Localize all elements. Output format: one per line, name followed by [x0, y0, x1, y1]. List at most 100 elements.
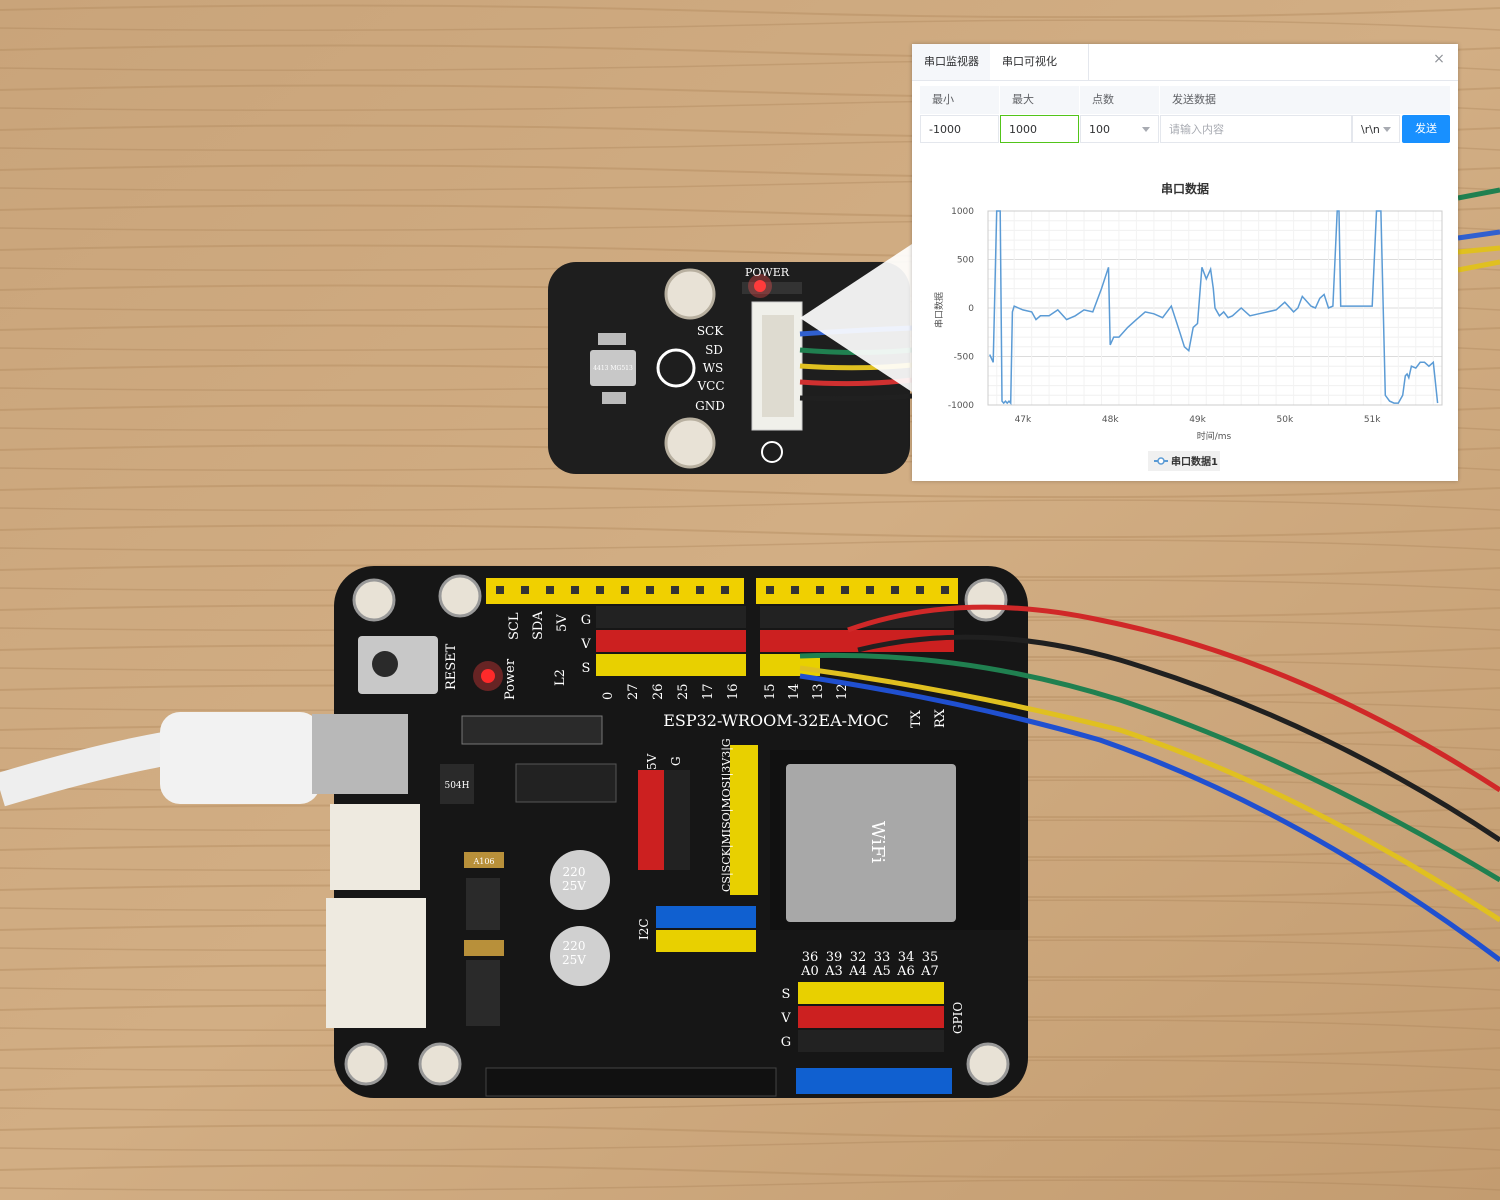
svg-text:25V: 25V — [562, 879, 586, 893]
analog-35-label: 35 — [922, 950, 939, 965]
wifi-logo: WiFi — [867, 821, 888, 863]
close-icon[interactable]: × — [1433, 51, 1445, 67]
x-axis-label: 时间/ms — [1197, 430, 1232, 442]
pin-25-label: 25 — [676, 683, 691, 700]
y-tick-label: 0 — [968, 304, 974, 314]
pin-15-label: 15 — [763, 683, 778, 700]
pin-26-label: 26 — [651, 683, 666, 700]
svg-text:4413 MG513: 4413 MG513 — [593, 365, 633, 372]
points-header: 点数 — [1080, 86, 1159, 114]
mount-hole-top — [664, 268, 716, 320]
chart-controls: 最小 最大 点数 发送数据 -1000 1000 100 请输入内容 \r\n … — [920, 86, 1450, 144]
reset-button — [358, 636, 438, 694]
analog-a6-label: A6 — [896, 964, 915, 979]
chart-grid — [987, 210, 1443, 406]
analog-a3-label: A3 — [824, 964, 843, 979]
board-model-label: ESP32-WROOM-32EA-MOC — [663, 711, 889, 730]
regulator-label: A106 — [472, 857, 494, 866]
spi-5v-label: 5V — [645, 753, 659, 770]
bottom-header — [485, 1067, 777, 1097]
module-gnd-label: GND — [695, 399, 725, 413]
y-tick-label: 500 — [957, 256, 974, 266]
tx-label: TX — [909, 709, 924, 728]
scl-label: SCL — [507, 612, 522, 640]
power-label: Power — [503, 658, 518, 700]
pin-12-label: 12 — [835, 683, 850, 700]
pin-14-label: 14 — [787, 683, 802, 700]
chart-title: 串口数据 — [1161, 181, 1209, 196]
tab-bar: 串口监视器 串口可视化 × — [912, 44, 1458, 81]
analog-34-label: 34 — [898, 950, 915, 965]
pin-27-label: 27 — [626, 683, 641, 700]
board-wires — [799, 604, 1500, 963]
spi-g-label: G — [669, 756, 683, 766]
points-select[interactable]: 100 — [1080, 115, 1159, 143]
gsv-g-label: G — [581, 613, 591, 628]
rx-label: RX — [933, 708, 948, 728]
min-header: 最小 — [920, 86, 999, 114]
analog-a7-label: A7 — [920, 964, 939, 979]
x-axis-ticks: 47k 48k 49k 50k 51k — [1015, 415, 1382, 425]
legend-marker-icon — [1157, 457, 1165, 465]
analog-39-label: 39 — [826, 950, 843, 965]
y-axis-label: 串口数据 — [933, 292, 945, 328]
plot-frame — [987, 210, 1443, 406]
analog-a0-label: A0 — [800, 964, 819, 979]
reset-label: RESET — [444, 643, 459, 690]
x-tick-label: 50k — [1277, 415, 1294, 425]
capacitor-2 — [550, 926, 610, 986]
l2-label: L2 — [553, 669, 568, 686]
min-input[interactable]: -1000 — [920, 115, 999, 143]
x-tick-label: 49k — [1189, 415, 1206, 425]
x-tick-label: 51k — [1364, 415, 1381, 425]
y-tick-label: 1000 — [951, 207, 974, 217]
analog-32-label: 32 — [850, 950, 867, 965]
analog-a4-label: A4 — [848, 964, 867, 979]
sda-label: SDA — [531, 611, 546, 640]
module-power-label: POWER — [745, 266, 790, 279]
x-tick-label: 48k — [1102, 415, 1119, 425]
pin-13-label: 13 — [811, 683, 826, 700]
svg-text:220: 220 — [563, 939, 586, 953]
send-button[interactable]: 发送 — [1402, 115, 1450, 143]
gpio-label: GPIO — [951, 1002, 965, 1034]
legend: 串口数据1 — [1148, 451, 1220, 471]
module-sd-label: SD — [705, 343, 723, 357]
module-sck-label: SCK — [697, 324, 724, 338]
analog-33-label: 33 — [874, 950, 891, 965]
send-data-header: 发送数据 — [1160, 86, 1450, 114]
analog-a5-label: A5 — [872, 964, 891, 979]
mic-logo — [656, 348, 696, 388]
mount-hole-bottom — [664, 417, 716, 469]
pin-16-label: 16 — [726, 683, 741, 700]
svg-text:V: V — [780, 1011, 791, 1026]
gsv-v-label: V — [580, 637, 591, 652]
svg-text:220: 220 — [563, 865, 586, 879]
pin-17-label: 17 — [701, 683, 716, 700]
legend-label: 串口数据1 — [1171, 455, 1218, 468]
send-data-input[interactable]: 请输入内容 — [1160, 115, 1352, 143]
power-led-board — [481, 669, 495, 683]
y-tick-label: -500 — [954, 353, 975, 363]
tab-serial-visualizer[interactable]: 串口可视化 — [990, 44, 1089, 80]
usb-cable — [0, 712, 408, 807]
series-line — [989, 210, 1439, 406]
svg-text:S: S — [782, 987, 791, 1002]
module-vcc-label: VCC — [696, 379, 724, 393]
analog-36-label: 36 — [802, 950, 819, 965]
pin-0-label: 0 — [601, 692, 616, 700]
header-top-right — [756, 578, 958, 604]
x-tick-label: 47k — [1015, 415, 1032, 425]
chevron-down-icon — [1383, 127, 1391, 132]
max-header: 最大 — [1000, 86, 1079, 114]
line-ending-select[interactable]: \r\n — [1352, 115, 1400, 143]
callout-pointer — [800, 244, 912, 392]
inductor-label: 504H — [444, 781, 469, 791]
esp32-board: G V S SCL SDA 5V 0 27 26 25 17 16 15 14 … — [326, 566, 1028, 1098]
spi-names-label: CS|SCK|MISO|MOSI|3V3|G — [720, 738, 734, 892]
svg-text:G: G — [781, 1035, 791, 1050]
serial-visualizer-panel: 串口监视器 串口可视化 × 最小 最大 点数 发送数据 -1000 1000 1… — [912, 44, 1458, 481]
max-input[interactable]: 1000 — [1000, 115, 1079, 143]
